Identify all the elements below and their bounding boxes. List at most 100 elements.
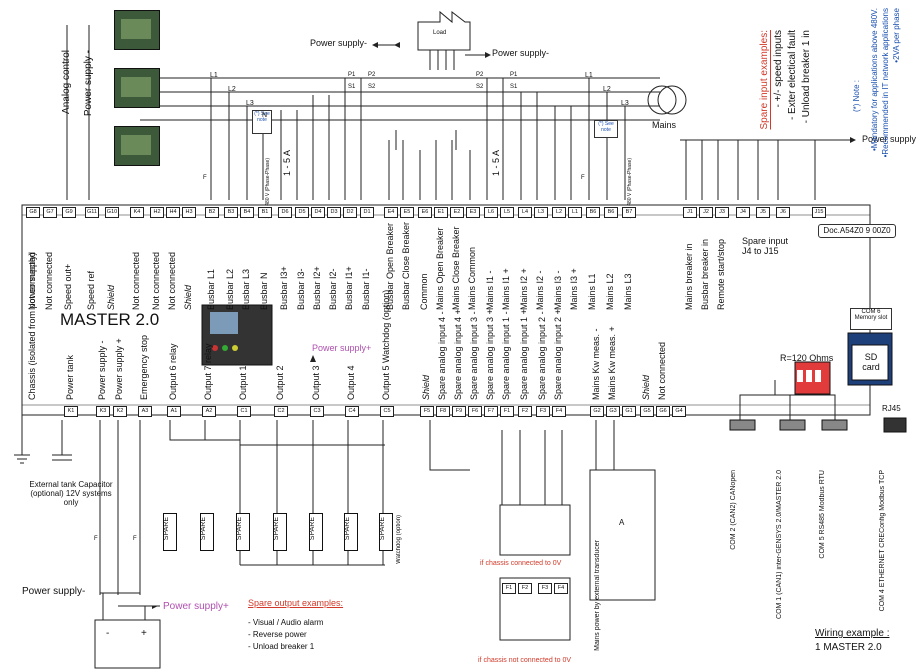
phase-label-n-busbar: N bbox=[262, 112, 268, 119]
top-terminal-d4: D4 bbox=[311, 207, 325, 218]
top-terminal-e3: E3 bbox=[466, 207, 480, 218]
mains-range-label: 1 - 5 A bbox=[491, 150, 501, 177]
top-terminal-l6: L6 bbox=[484, 207, 498, 218]
top-signal-label: Busbar I2- bbox=[328, 268, 338, 310]
watchdog-note: Watchdog (option) bbox=[396, 515, 402, 564]
spare-relay-label: SPARE bbox=[344, 517, 351, 541]
wiring-example-title: Wiring example : bbox=[815, 628, 890, 639]
top-terminal-e1: E1 bbox=[434, 207, 448, 218]
spare-relay-label: SPARE bbox=[379, 517, 386, 541]
top-terminal-l1: L1 bbox=[568, 207, 582, 218]
bottom-terminal-k2: K2 bbox=[113, 406, 127, 417]
bottom-signal-label: Output 5 Watchdog (option) bbox=[381, 289, 391, 400]
spare-output-item-1: - Visual / Audio alarm bbox=[248, 618, 324, 627]
bottom-signal-label: Spare analog input 2 + bbox=[553, 309, 563, 400]
bottom-terminal-c2: C2 bbox=[274, 406, 288, 417]
top-signal-label: Busbar breaker in bbox=[700, 238, 710, 310]
bottom-terminal-g4: G4 bbox=[672, 406, 686, 417]
spare-input-item-2: - Exter electical fault bbox=[787, 30, 798, 121]
top-terminal-h3: H3 bbox=[182, 207, 196, 218]
top-terminal-b6: B6 bbox=[586, 207, 600, 218]
com5-label: COM 5 RS485 Modbus RTU bbox=[819, 470, 826, 559]
bottom-signal-label: Spare analog input 3 - bbox=[469, 311, 479, 400]
top-signal-label: Busbar L2 bbox=[225, 268, 235, 310]
top-signal-label: Busbar I3+ bbox=[279, 266, 289, 310]
top-terminal-l3: L3 bbox=[534, 207, 548, 218]
phase-label-l1-busbar: L1 bbox=[210, 72, 218, 79]
spare-relay-box: SPARE bbox=[236, 513, 250, 551]
top-signal-label: Mains I2 + bbox=[519, 268, 529, 310]
top-terminal-b4: B4 bbox=[240, 207, 254, 218]
top-signal-label: Shield bbox=[183, 284, 193, 310]
see-note-busbar: (*) See note bbox=[252, 110, 272, 134]
spare-relay-label: SPARE bbox=[273, 517, 280, 541]
load-label: Load bbox=[433, 30, 447, 36]
top-signal-label: Mains breaker in bbox=[684, 243, 694, 310]
bottom-signal-label: Emergency stop bbox=[139, 334, 149, 400]
top-signal-label: Busbar Close Breaker bbox=[401, 221, 411, 310]
bottom-signal-label: Output 6 relay bbox=[168, 343, 178, 400]
bottom-signal-label: Shield bbox=[421, 374, 431, 400]
top-signal-label: Not connected bbox=[44, 251, 54, 310]
top-terminal-g8: G8 bbox=[26, 207, 40, 218]
com6-label: COM 6 Memory slot bbox=[850, 308, 892, 330]
top-terminal-j4: J4 bbox=[736, 207, 750, 218]
top-signal-label: Speed ref bbox=[86, 270, 96, 310]
fuse-label-supply-plus: F bbox=[133, 536, 137, 542]
bottom-terminal-g1: G1 bbox=[622, 406, 636, 417]
com4-label: COM 4 ETHERNET CREConfig Modbus TCP bbox=[879, 470, 886, 612]
top-terminal-b3: B3 bbox=[224, 207, 238, 218]
spare-output-item-2: - Reverse power bbox=[248, 630, 307, 639]
bottom-signal-label: Mains Kw meas. - bbox=[591, 328, 601, 400]
bottom-terminal-c1: C1 bbox=[237, 406, 251, 417]
bottom-signal-label: Spare analog input 3 + bbox=[485, 309, 495, 400]
ct-label-s1-mains: S1 bbox=[510, 84, 518, 90]
ammeter-label: A bbox=[619, 518, 625, 527]
see-note-mains: (*) See note bbox=[594, 120, 618, 138]
top-terminal-h2: H2 bbox=[150, 207, 164, 218]
ct-label-p1-mains: P1 bbox=[510, 72, 518, 78]
chassis-f3-terminal: F3 bbox=[538, 583, 552, 594]
top-signal-label: Mains Open Breaker bbox=[435, 227, 445, 310]
analog-control-label: Analog control bbox=[61, 50, 72, 114]
top-terminal-l2: L2 bbox=[552, 207, 566, 218]
top-terminal-j6: J6 bbox=[776, 207, 790, 218]
chassis-not-connected-label: if chassis not connected to 0V bbox=[478, 657, 571, 664]
top-terminal-b6: B6 bbox=[604, 207, 618, 218]
top-signal-label: Mains Common bbox=[467, 246, 477, 310]
ct-label-p1-busbar: P1 bbox=[348, 72, 356, 78]
top-signal-label: Not connected bbox=[131, 251, 141, 310]
chassis-connected-label: if chassis connected to 0V bbox=[480, 560, 562, 567]
top-terminal-j3: J3 bbox=[715, 207, 729, 218]
top-signal-label: Not connected bbox=[151, 251, 161, 310]
spare-input-item-1: - +/- speed inputs bbox=[773, 30, 784, 108]
wiring-example-subtitle: 1 MASTER 2.0 bbox=[815, 642, 882, 653]
top-signal-label: Mains I1 - bbox=[485, 270, 495, 310]
generator-image-1 bbox=[114, 10, 160, 50]
top-signal-label: Mains I3 + bbox=[569, 268, 579, 310]
top-terminal-g11: G11 bbox=[85, 207, 99, 218]
top-signal-label: Mains Close Breaker bbox=[451, 226, 461, 310]
top-terminal-g10: G10 bbox=[105, 207, 119, 218]
ct-label-p2-busbar: P2 bbox=[368, 72, 376, 78]
note-item-3: •2VA per phase bbox=[892, 8, 901, 63]
top-terminal-b1: B1 bbox=[258, 207, 272, 218]
top-terminal-d2: D2 bbox=[343, 207, 357, 218]
top-signal-label: Remote start/stop bbox=[716, 238, 726, 310]
top-terminal-l5: L5 bbox=[500, 207, 514, 218]
top-terminal-j2: J2 bbox=[699, 207, 713, 218]
phase-label-l2-mains: L2 bbox=[603, 86, 611, 93]
bottom-terminal-a1: A1 bbox=[167, 406, 181, 417]
bottom-signal-label: Power supply + bbox=[114, 338, 124, 400]
top-terminal-h4: H4 bbox=[166, 207, 180, 218]
bottom-signal-label: Spare analog input 1 - bbox=[501, 311, 511, 400]
bottom-signal-label: Shield bbox=[641, 374, 651, 400]
top-terminal-e5: E5 bbox=[400, 207, 414, 218]
note-item-1: •Mandatory for applications above 480V. bbox=[870, 8, 879, 152]
spare-input-title: Spare input examples: bbox=[759, 30, 770, 130]
rj45-label: RJ45 bbox=[882, 404, 901, 413]
bottom-signal-label: Spare analog input 2 - bbox=[537, 311, 547, 400]
bottom-terminal-f1: F1 bbox=[500, 406, 514, 417]
bottom-terminal-f8: F8 bbox=[436, 406, 450, 417]
